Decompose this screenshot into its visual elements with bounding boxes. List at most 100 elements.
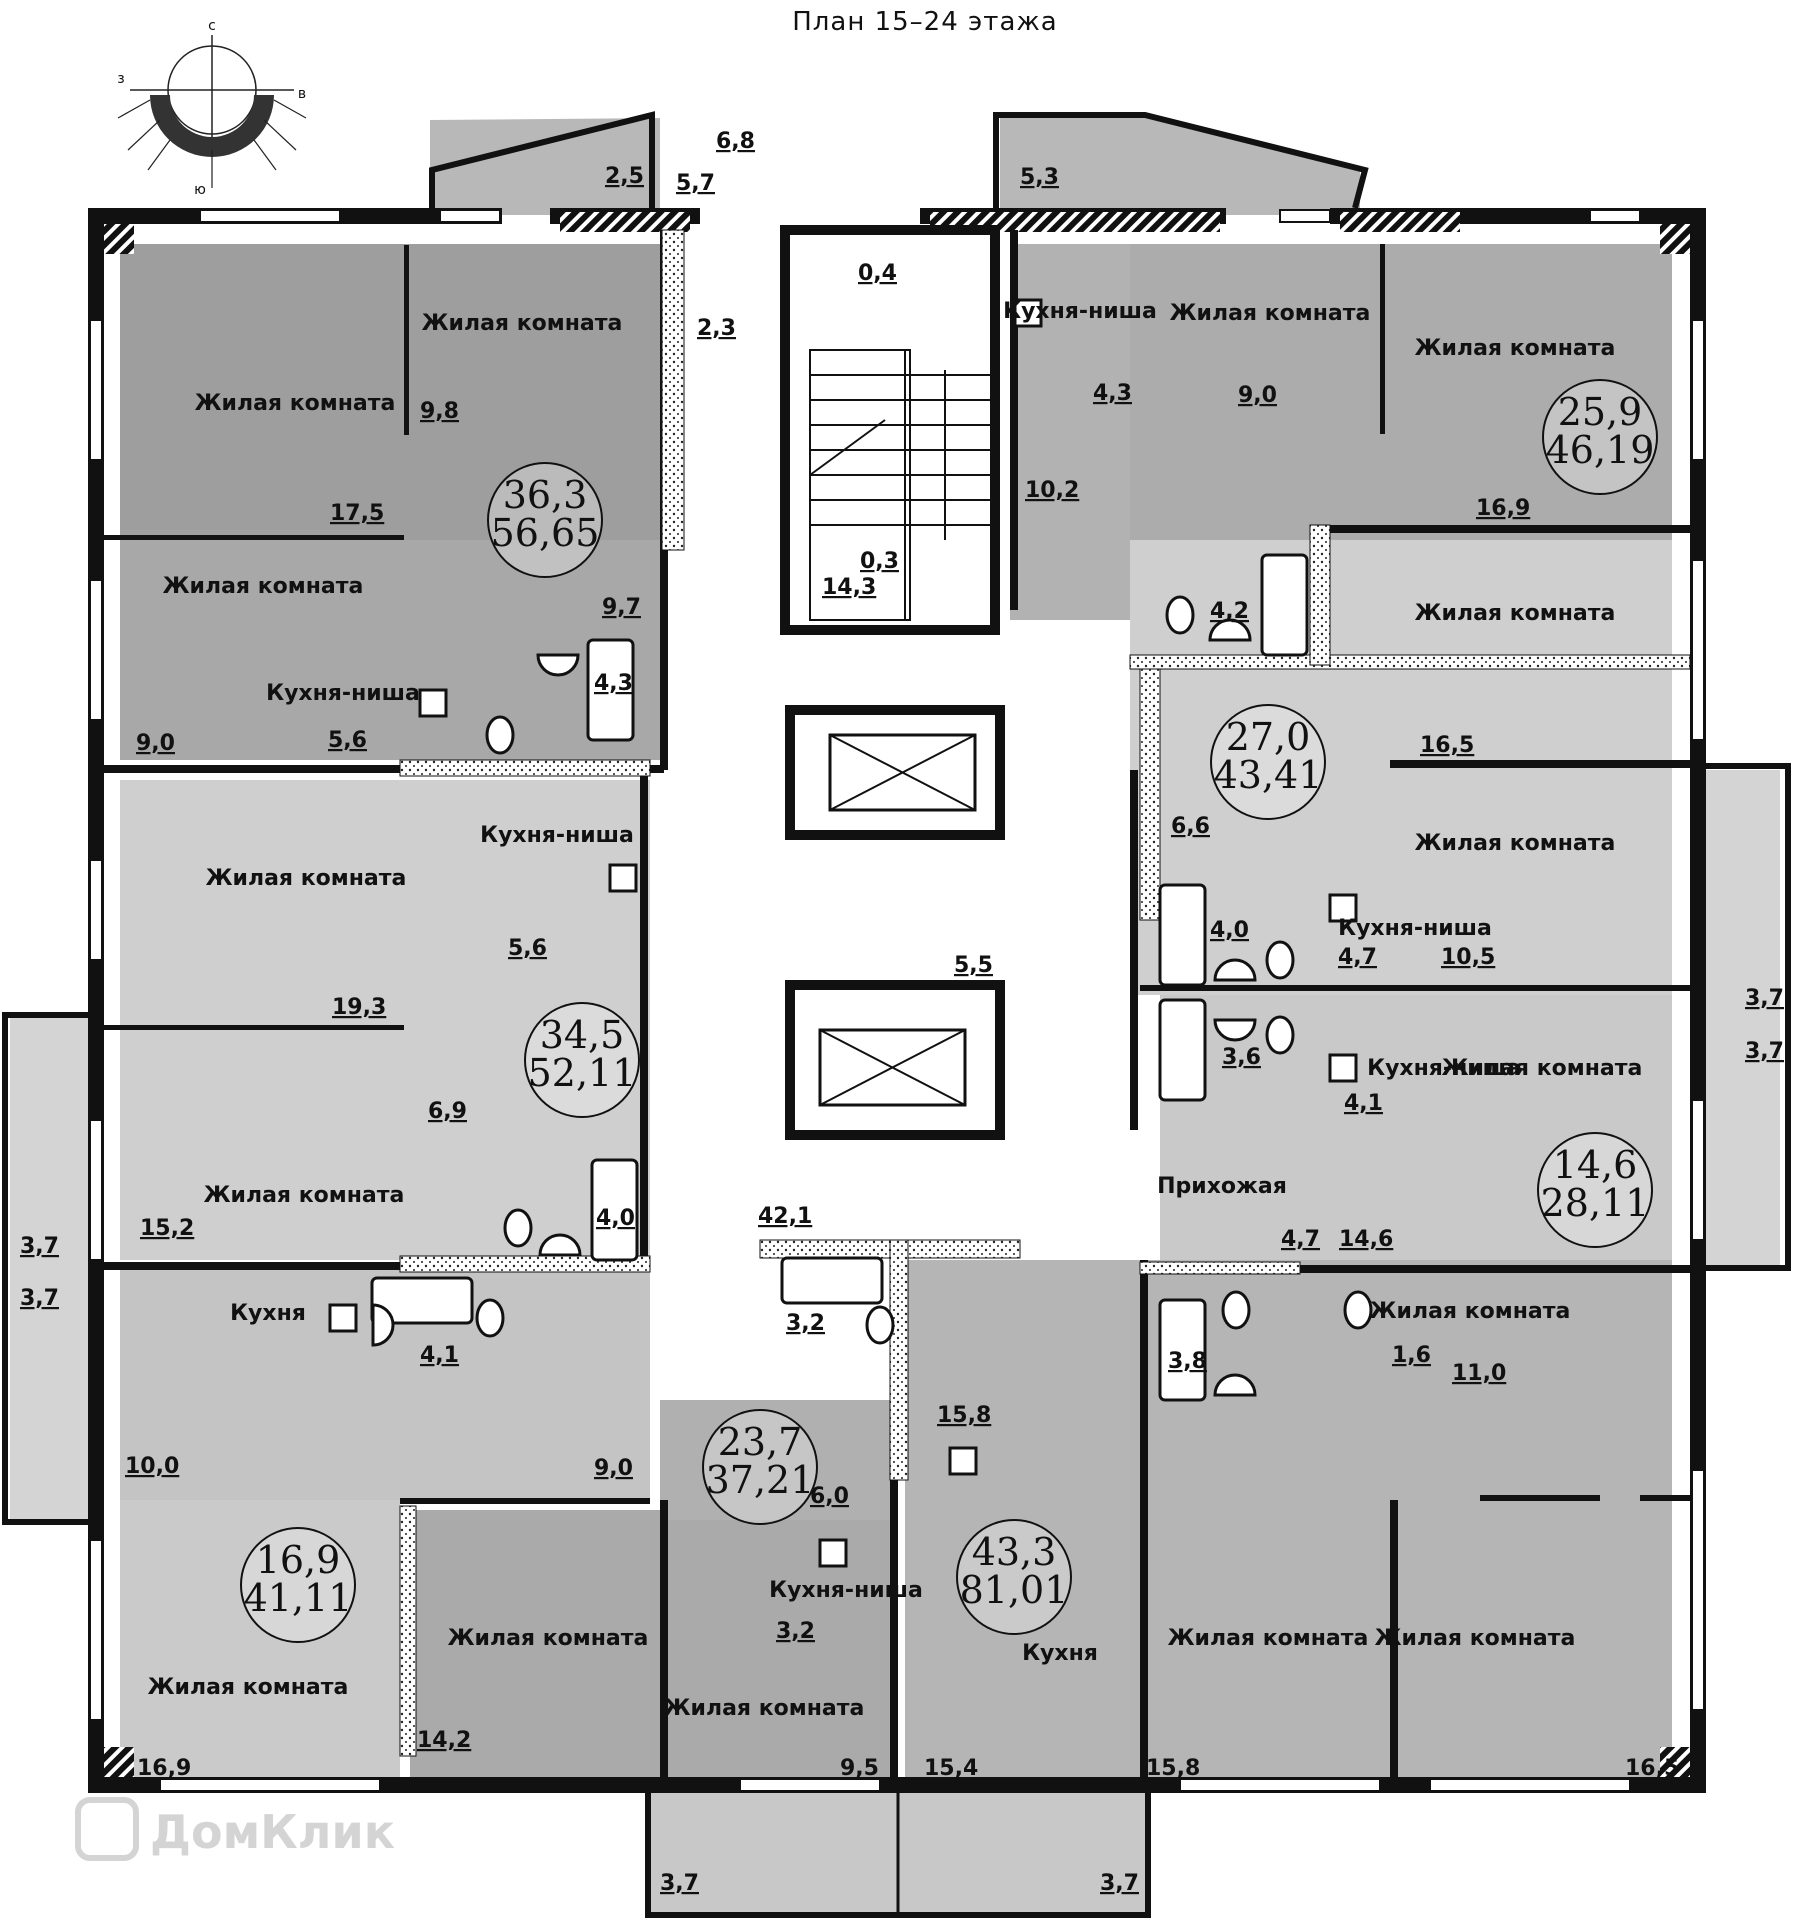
room-area: 2,3 bbox=[697, 316, 736, 341]
room-area: 16,5 bbox=[1420, 733, 1474, 758]
svg-text:Жилая комната: Жилая комната bbox=[1375, 1626, 1576, 1651]
room-area: 6,9 bbox=[428, 1099, 467, 1124]
svg-text:Жилая комната: Жилая комната bbox=[195, 391, 396, 416]
room-area: 10,5 bbox=[1441, 945, 1495, 970]
insulated-walls bbox=[399, 229, 1691, 1757]
room-area: 15,8 bbox=[937, 1403, 991, 1428]
svg-text:28,11: 28,11 bbox=[1541, 1181, 1650, 1225]
apartment-e-lower: 14,6 28,11 bbox=[1537, 1132, 1653, 1248]
room-area: 16,9 bbox=[137, 1756, 191, 1781]
room-label-living: Жилая комната bbox=[204, 1183, 405, 1208]
stove-icon bbox=[328, 298, 1358, 1568]
svg-text:36,3: 36,3 bbox=[503, 473, 588, 517]
room-area: 9,7 bbox=[602, 595, 641, 620]
svg-text:Кухня: Кухня bbox=[230, 1301, 306, 1326]
toilet-icon bbox=[475, 595, 1373, 1345]
room-area: 15,8 bbox=[1146, 1756, 1200, 1781]
bathtub-icon bbox=[370, 553, 1309, 1402]
svg-text:37,21: 37,21 bbox=[706, 1458, 815, 1502]
room-area: 4,3 bbox=[594, 671, 633, 696]
room-area: 4,0 bbox=[1210, 918, 1249, 943]
room-label-living: Жилая комната bbox=[1415, 336, 1616, 361]
room-area: 14,3 bbox=[822, 575, 876, 600]
room-label-kitchen-niche: Кухня-ниша bbox=[480, 823, 634, 848]
room-label-living: Жилая комната bbox=[1415, 831, 1616, 856]
room-area: 4,7 bbox=[1281, 1227, 1320, 1252]
room-label-kitchen-niche: Кухня-ниша bbox=[1003, 299, 1157, 324]
room-label-hall: Прихожая bbox=[1157, 1174, 1287, 1199]
room-area: 11,0 bbox=[1452, 1361, 1506, 1386]
room-label-living: Жилая комната bbox=[195, 391, 396, 416]
svg-text:46,19: 46,19 bbox=[1546, 428, 1655, 472]
room-area: 15,4 bbox=[924, 1756, 978, 1781]
svg-text:52,11: 52,11 bbox=[528, 1051, 637, 1095]
room-label-kitchen-niche: Кухня-ниша bbox=[266, 681, 420, 706]
room-label-living: Жилая комната bbox=[1370, 1299, 1571, 1324]
svg-text:Кухня-ниша: Кухня-ниша bbox=[1003, 299, 1157, 324]
watermark-text: ДомКлик bbox=[150, 1805, 395, 1859]
svg-text:16,9: 16,9 bbox=[256, 1538, 341, 1582]
sink-icon bbox=[371, 618, 1257, 1397]
room-area: 9,8 bbox=[420, 399, 459, 424]
room-area: 3,7 bbox=[1100, 1871, 1139, 1896]
room-area: 3,2 bbox=[776, 1619, 815, 1644]
svg-text:81,01: 81,01 bbox=[960, 1568, 1069, 1612]
plan-title: План 15–24 этажа bbox=[792, 7, 1058, 37]
room-area: 5,5 bbox=[954, 953, 993, 978]
room-area: 4,1 bbox=[1344, 1091, 1383, 1116]
room-label-living: Жилая комната bbox=[1415, 601, 1616, 626]
svg-text:Прихожая: Прихожая bbox=[1157, 1174, 1287, 1199]
room-label-living: Жилая комната bbox=[163, 574, 364, 599]
room-label-living: Жилая комната bbox=[206, 866, 407, 891]
compass-w: з bbox=[117, 71, 124, 87]
room-area: 1,6 bbox=[1392, 1343, 1431, 1368]
room-area: 6,8 bbox=[716, 129, 755, 154]
svg-text:34,5: 34,5 bbox=[540, 1013, 625, 1057]
apartment-totals: 36,3 56,65 25,9 46,19 27,0 43,41 34,5 52… bbox=[240, 379, 1658, 1643]
stairwell bbox=[780, 225, 1000, 635]
room-area: 5,3 bbox=[1020, 165, 1059, 190]
room-area: 15,2 bbox=[140, 1216, 194, 1241]
svg-text:Кухня-ниша: Кухня-ниша bbox=[266, 681, 420, 706]
svg-text:Кухня-ниша: Кухня-ниша bbox=[1367, 1056, 1521, 1081]
svg-text:Жилая комната: Жилая комната bbox=[148, 1675, 349, 1700]
compass-s: ю bbox=[194, 182, 206, 198]
svg-text:Жилая комната: Жилая комната bbox=[422, 311, 623, 336]
room-area: 4,0 bbox=[596, 1206, 635, 1231]
svg-text:23,7: 23,7 bbox=[718, 1420, 803, 1464]
svg-text:Жилая комната: Жилая комната bbox=[1415, 831, 1616, 856]
room-area: 16,5 bbox=[1625, 1756, 1679, 1781]
room-areas: 6,8 2,5 5,7 5,3 0,4 2,3 9,8 4,3 9,0 17,5… bbox=[20, 129, 1784, 1896]
room-label-living: Жилая комната bbox=[1170, 301, 1371, 326]
room-area: 3,7 bbox=[20, 1234, 59, 1259]
compass-icon: с ю з в bbox=[117, 18, 307, 198]
apartment-se: 43,3 81,01 bbox=[956, 1519, 1072, 1635]
room-label-living: Жилая комната bbox=[1168, 1626, 1369, 1651]
room-area: 9,0 bbox=[136, 731, 175, 756]
svg-text:Кухня-ниша: Кухня-ниша bbox=[480, 823, 634, 848]
room-area: 0,3 bbox=[860, 549, 899, 574]
elevator-2 bbox=[785, 980, 1005, 1140]
room-label-living: Жилая комната bbox=[148, 1675, 349, 1700]
svg-text:41,11: 41,11 bbox=[244, 1576, 353, 1620]
room-labels: Жилая комната Жилая комната Жилая комнат… bbox=[148, 299, 1643, 1721]
apartment-s-center: 23,7 37,21 bbox=[702, 1409, 818, 1525]
apartment-fills bbox=[10, 118, 1780, 1912]
room-area: 9,5 bbox=[840, 1756, 879, 1781]
compass-e: в bbox=[298, 86, 306, 102]
room-area: 5,6 bbox=[328, 728, 367, 753]
room-area: 4,3 bbox=[1093, 381, 1132, 406]
apartment-e-upper: 27,0 43,41 bbox=[1210, 704, 1326, 820]
room-area: 2,5 bbox=[605, 164, 644, 189]
room-label-kitchen: Кухня bbox=[1022, 1641, 1098, 1666]
room-area: 5,6 bbox=[508, 936, 547, 961]
compass-n: с bbox=[208, 18, 216, 34]
svg-text:Кухня-ниша: Кухня-ниша bbox=[769, 1578, 923, 1603]
svg-text:Жилая комната: Жилая комната bbox=[204, 1183, 405, 1208]
room-label-living: Жилая комната bbox=[448, 1626, 649, 1651]
room-area: 10,2 bbox=[1025, 478, 1079, 503]
svg-text:Жилая комната: Жилая комната bbox=[163, 574, 364, 599]
svg-text:Жилая комната: Жилая комната bbox=[1170, 301, 1371, 326]
room-label-living: Жилая комната bbox=[1375, 1626, 1576, 1651]
